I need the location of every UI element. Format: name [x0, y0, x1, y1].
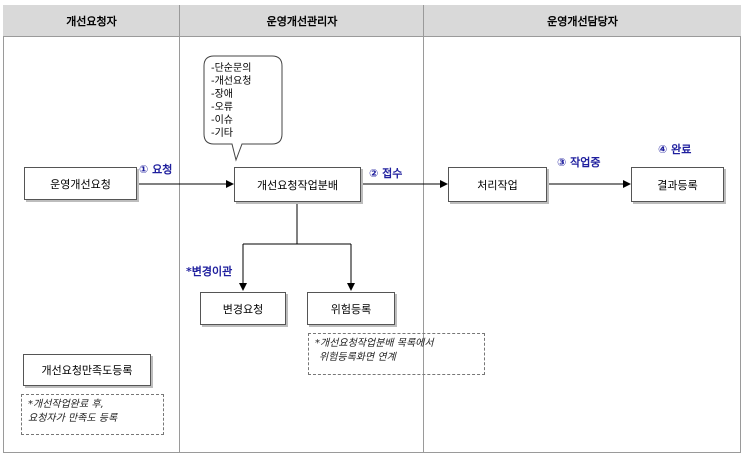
step-label-receive: ② 접수: [369, 167, 403, 180]
category-item: -오류: [211, 102, 234, 113]
classify-box: 개선요청작업분배: [234, 167, 361, 202]
change-transfer-label: *변경이관: [186, 265, 233, 278]
satisfaction-note: *개선작업완료 후, 요청자가 만족도 등록: [21, 394, 164, 435]
lane-divider: [179, 5, 180, 453]
step-label-working: ③ 작업중: [557, 156, 601, 169]
note-line: 위험등록화면 연계: [319, 352, 396, 363]
category-bubble: [203, 55, 283, 162]
category-item: -장애: [211, 89, 234, 100]
note-line: 요청자가 만족도 등록: [28, 413, 118, 424]
note-line: *개선요청작업분배 목록에서: [315, 338, 434, 349]
request-box: 운영개선요청: [24, 167, 137, 200]
category-item: -단순문의: [211, 63, 252, 74]
process-box: 처리작업: [448, 167, 547, 202]
result-box: 결과등록: [631, 167, 724, 202]
category-item: -이슈: [211, 115, 234, 126]
note-line: *개선작업완료 후,: [28, 399, 104, 410]
step-label-request: ① 요청: [139, 163, 173, 176]
category-list: -단순문의 -개선요청 -장애 -오류 -이슈 -기타: [211, 62, 251, 140]
lane-header-manager: 운영개선관리자: [180, 5, 424, 37]
lane-header-handler: 운영개선담당자: [424, 5, 741, 37]
change-request-box: 변경요청: [200, 292, 286, 325]
lane-divider: [423, 5, 424, 453]
risk-register-box: 위험등록: [307, 292, 395, 325]
step-label-complete: ④ 완료: [658, 143, 692, 156]
risk-note: *개선요청작업분배 목록에서 위험등록화면 연계: [308, 333, 485, 375]
category-item: -개선요청: [211, 76, 252, 87]
category-item: -기타: [211, 128, 234, 139]
lane-header-requester: 개선요청자: [3, 5, 180, 37]
satisfaction-box: 개선요청만족도등록: [23, 354, 151, 386]
